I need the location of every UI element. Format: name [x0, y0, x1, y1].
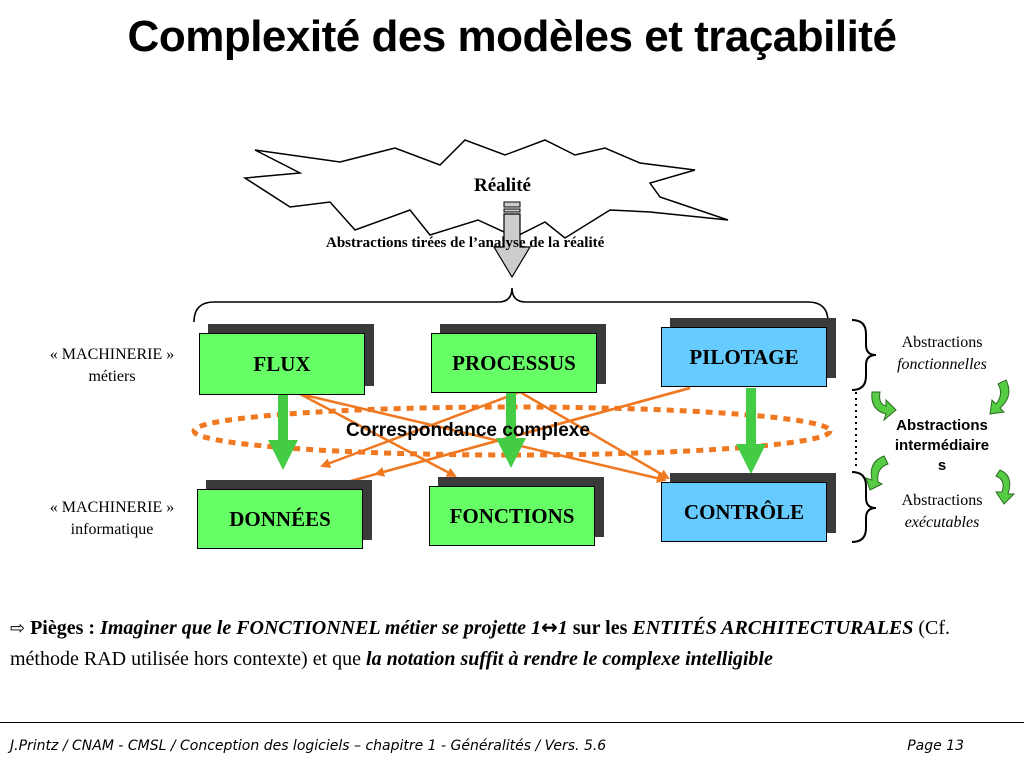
correspondance-label: Correspondance complexe — [346, 420, 590, 441]
right-brace-bottom — [851, 471, 877, 543]
machinerie-metiers-line1: « MACHINERIE » — [49, 346, 175, 363]
abstractions-fonctionnelles-line2: fonctionnelles — [897, 356, 987, 373]
flux-box: FLUX — [199, 333, 365, 395]
page-title: Complexité des modèles et traçabilité — [127, 12, 897, 61]
pitfall-label: Pièges : — [30, 617, 96, 639]
abstractions-caption: Abstractions tirées de l’analyse de la r… — [326, 235, 605, 251]
donnees-box: DONNÉES — [197, 489, 363, 549]
green-down-arrows — [268, 388, 766, 474]
pitfall-part2: 1 — [557, 617, 568, 639]
abstractions-intermediaires-line2: intermédiaire — [894, 437, 990, 454]
reality-starburst — [242, 139, 729, 239]
abstractions-executables: Abstractions exécutables — [878, 490, 1006, 534]
arrow-right-outline-icon: ⇨ — [10, 618, 26, 639]
machinerie-informatique-label: « MACHINERIE » informatique — [22, 497, 202, 541]
machinerie-metiers-label: « MACHINERIE » métiers — [22, 344, 202, 388]
abstractions-executables-line1: Abstractions — [901, 492, 983, 509]
abstractions-intermediaires: Abstractions intermédiaire s — [876, 416, 1008, 476]
abstraction-down-arrow — [492, 201, 532, 279]
pitfall-part5: (Cf. méthode RAD utilisée hors contexte)… — [10, 617, 951, 670]
top-brace — [193, 287, 829, 323]
pitfall-part6: la notation suffit à rendre le complexe … — [366, 648, 773, 670]
footer-divider — [0, 722, 1024, 723]
bidirectional-arrow: ↔ — [540, 615, 558, 639]
reality-label: Réalité — [474, 175, 531, 196]
pitfall-part1: Imaginer que le FONCTIONNEL métier se pr… — [100, 617, 541, 639]
abstractions-fonctionnelles-line1: Abstractions — [901, 334, 983, 351]
cycle-arrows — [865, 379, 1016, 505]
processus-box: PROCESSUS — [431, 333, 597, 393]
abstractions-fonctionnelles: Abstractions fonctionnelles — [878, 332, 1006, 376]
abstractions-intermediaires-line1: Abstractions — [896, 417, 988, 434]
page-number: Page 13 — [907, 738, 964, 754]
abstractions-executables-line2: exécutables — [904, 514, 980, 531]
footer-text: J.Printz / CNAM - CMSL / Conception des … — [10, 738, 607, 754]
machinerie-informatique-line2: informatique — [70, 521, 154, 538]
abstractions-intermediaires-line3: s — [937, 457, 947, 474]
pitfall-note: ⇨ Pièges : Imaginer que le FONCTIONNEL m… — [10, 612, 1010, 675]
right-brace-top — [851, 319, 877, 391]
pitfall-part3: sur les — [567, 617, 633, 639]
machinerie-metiers-line2: métiers — [88, 368, 136, 385]
pitfall-part4: ENTITÉS ARCHITECTURALES — [632, 617, 914, 639]
machinerie-informatique-line1: « MACHINERIE » — [49, 499, 175, 516]
controle-box: CONTRÔLE — [661, 482, 827, 542]
fonctions-box: FONCTIONS — [429, 486, 595, 546]
pilotage-box: PILOTAGE — [661, 327, 827, 387]
